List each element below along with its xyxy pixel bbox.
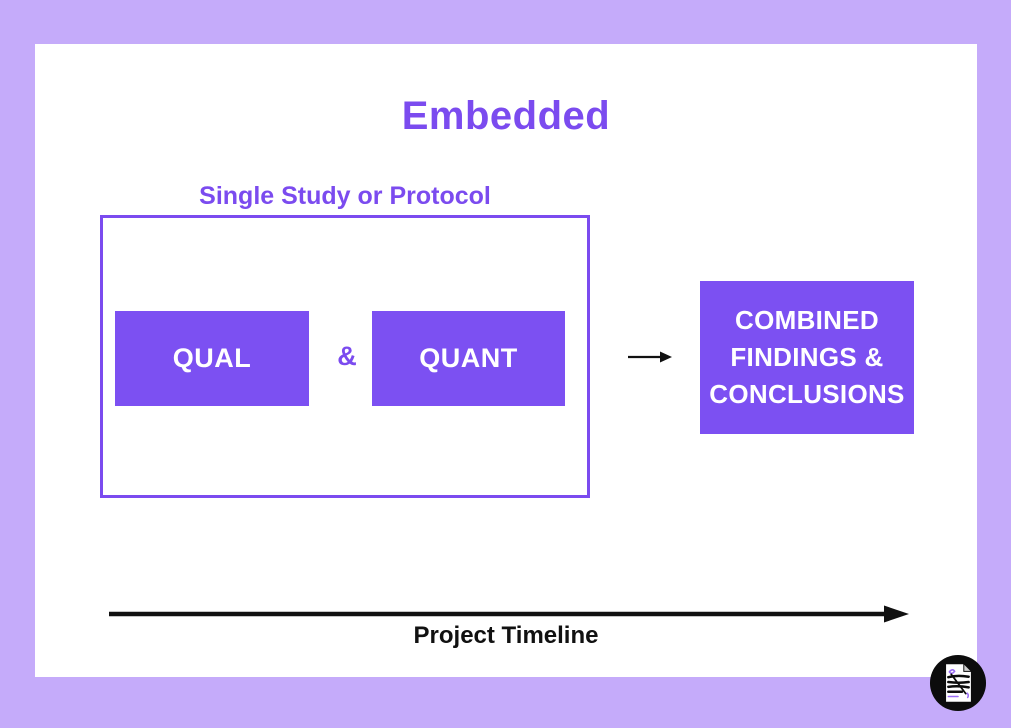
quant-box: QUANT [372,311,565,406]
quant-label: QUANT [419,343,518,373]
qual-box: QUAL [115,311,309,406]
combined-findings-box: COMBINED FINDINGS & CONCLUSIONS [700,281,914,434]
flow-arrow-icon [628,351,672,363]
ampersand-label: & [337,341,357,371]
slide-sheet: Embedded Single Study or Protocol QUAL &… [35,44,977,677]
timeline-arrow-icon [109,605,909,623]
page-title: Embedded [401,94,611,138]
combined-findings-line: FINDINGS & [730,342,884,372]
qual-label: QUAL [172,343,252,373]
combined-findings-line: CONCLUSIONS [709,379,905,409]
protocol-label: Single Study or Protocol [199,182,491,210]
scribbled-document-logo-icon [929,654,987,712]
timeline-label: Project Timeline [413,622,599,649]
combined-findings-line: COMBINED [735,305,879,335]
